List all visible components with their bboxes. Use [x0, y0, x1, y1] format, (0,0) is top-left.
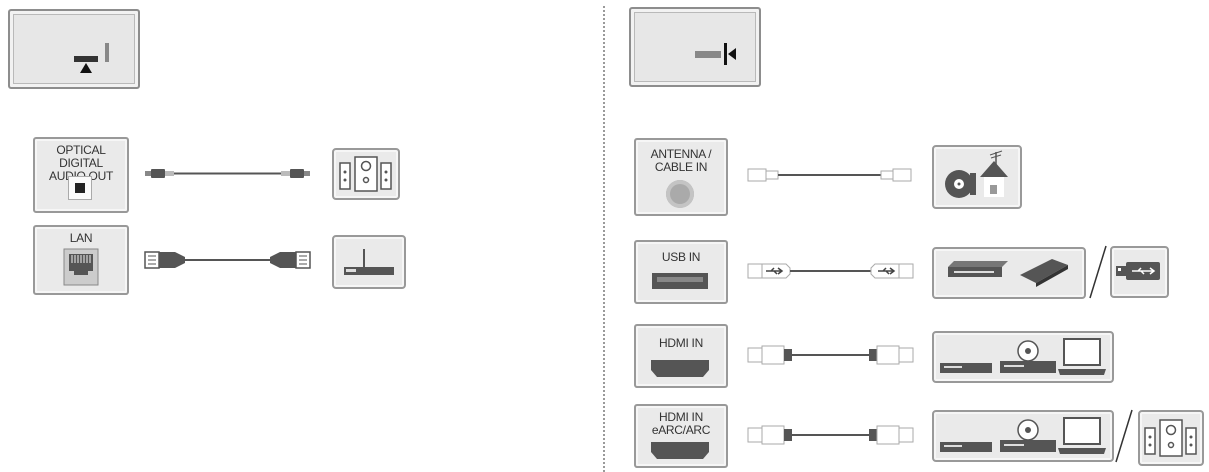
lan-port-label: LAN — [69, 231, 93, 245]
usb-stick-icon — [1116, 262, 1160, 280]
antenna-house-icon — [945, 150, 1008, 198]
earc-media-devices — [932, 410, 1114, 462]
hdmi-port-label: HDMI IN — [659, 336, 703, 350]
optical-port-label: OPTICAL DIGITAL AUDIO OUT — [49, 143, 113, 183]
earc-media-devices-icon — [940, 419, 1056, 452]
earc-speaker-icon — [1144, 419, 1197, 457]
hdmi-earc-jack — [651, 442, 709, 459]
hdmi-cable-icon — [747, 345, 914, 365]
tv-panel-side — [629, 7, 761, 87]
coax-cable-icon — [747, 168, 912, 182]
usb-stick-device — [1110, 246, 1169, 298]
router-device — [332, 235, 406, 289]
separator-slash — [1089, 245, 1107, 299]
hdmi-earc-port: HDMI IN eARC/ARC — [634, 404, 728, 468]
usb-port: USB IN — [634, 240, 728, 304]
external-drive-icon — [948, 259, 1068, 287]
optical-cable-icon — [145, 169, 310, 178]
antenna-port: ANTENNA / CABLE IN — [634, 138, 728, 216]
antenna-port-label: ANTENNA / CABLE IN — [650, 147, 712, 174]
hdmi-jack — [651, 360, 709, 377]
external-drive-device — [932, 247, 1086, 299]
earc-separator-slash — [1115, 409, 1133, 463]
tv-rear-bottom-icon — [74, 43, 109, 73]
optical-jack — [68, 176, 92, 200]
earc-speaker-device — [1138, 410, 1204, 466]
media-devices — [932, 331, 1114, 383]
tv-panel-bottom — [8, 9, 140, 89]
coax-jack — [666, 180, 694, 208]
usb-cable-icon — [747, 263, 914, 279]
optical-port: OPTICAL DIGITAL AUDIO OUT — [33, 137, 129, 213]
media-devices-icon — [940, 340, 1056, 373]
divider — [603, 6, 605, 472]
speaker-icon — [339, 156, 392, 192]
router-icon — [344, 249, 394, 275]
earc-laptop-icon — [1058, 417, 1106, 454]
rj45-jack-icon — [63, 248, 99, 286]
usb-jack — [652, 273, 708, 289]
usb-port-label: USB IN — [661, 250, 701, 264]
ethernet-cable-icon — [144, 251, 311, 269]
hdmi-port: HDMI IN — [634, 324, 728, 388]
antenna-house-device — [932, 145, 1022, 209]
hdmi-earc-port-label: HDMI IN eARC/ARC — [651, 410, 711, 437]
laptop-icon — [1058, 338, 1106, 375]
lan-port: LAN — [33, 225, 129, 295]
hdmi-earc-cable-icon — [747, 425, 914, 445]
tv-rear-side-icon — [695, 43, 736, 65]
speaker-device — [332, 148, 400, 200]
